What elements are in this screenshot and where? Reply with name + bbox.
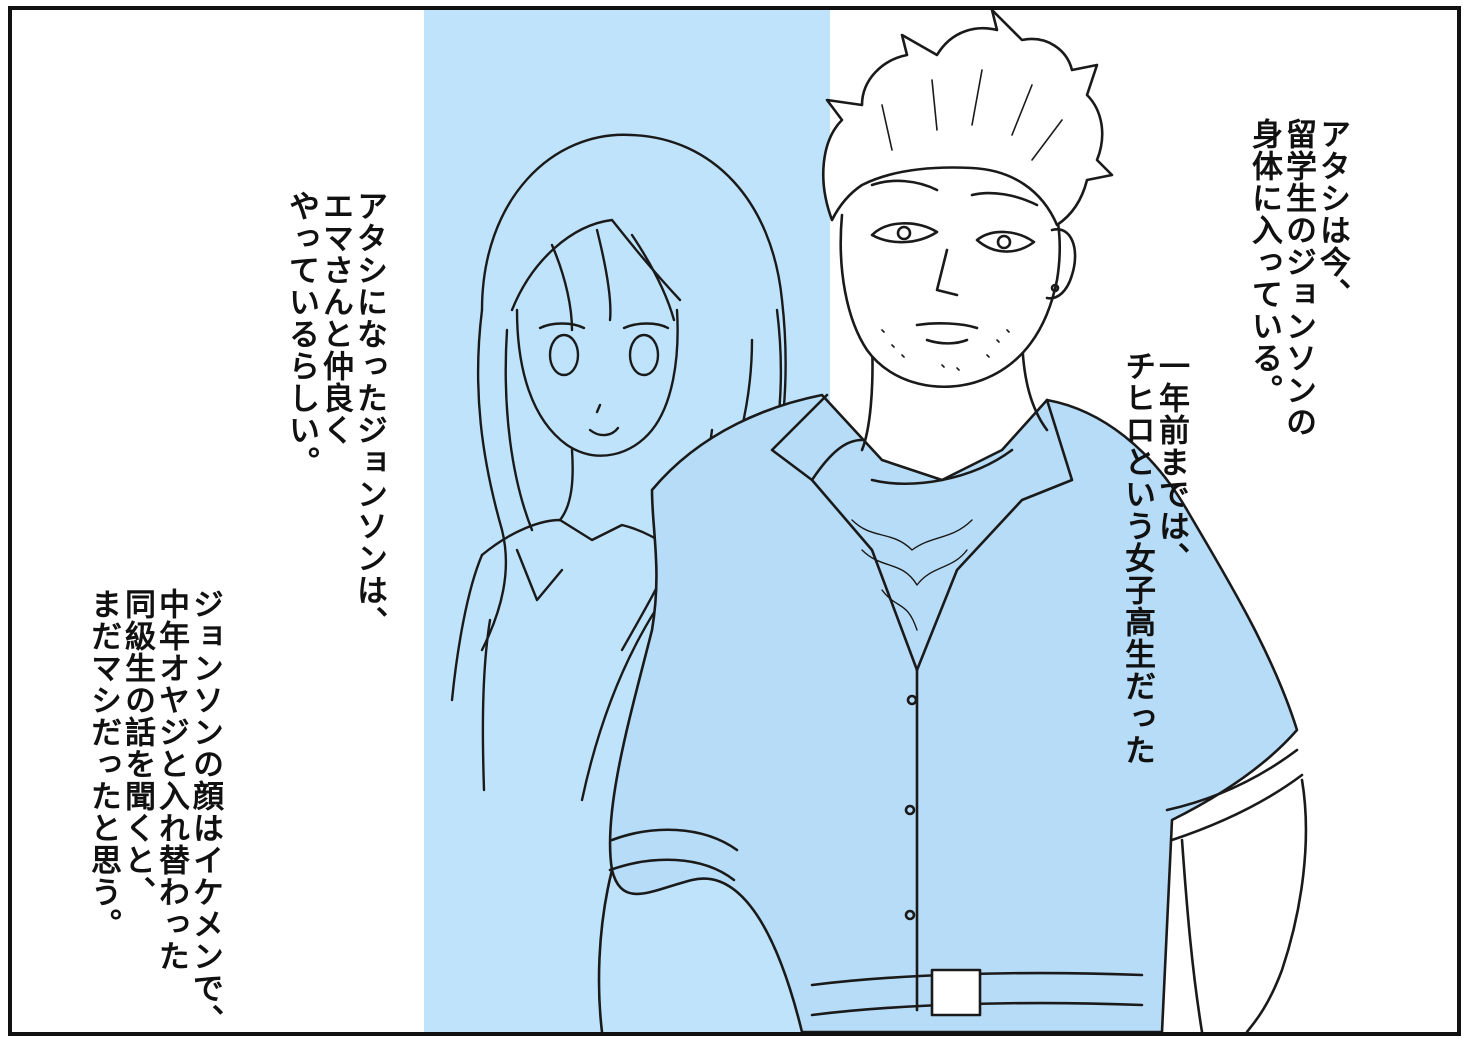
caption-left-line-2: 中年オヤジと入れ替わった	[153, 588, 189, 972]
caption-middle-right-line-1: 一年前までは、	[1153, 350, 1189, 574]
caption-left-line-1: ジョンソンの顔はイケメンで、	[187, 588, 223, 1036]
man-figure	[597, 10, 1308, 1032]
caption-middle-left-line-2: エマさんと仲良く	[317, 190, 353, 446]
caption-middle-right-line-2: チヒロという女子高生だった	[1119, 350, 1155, 766]
caption-middle-left-line-3: やっているらしい。	[283, 190, 319, 478]
caption-right-line-1: アタシは今、	[1314, 118, 1350, 310]
caption-right-line-3: 身体に入っている。	[1246, 118, 1282, 406]
illustration	[450, 10, 1308, 1032]
caption-right-line-2: 留学生のジョンソンの	[1280, 118, 1316, 438]
manga-panel: アタシは今、 留学生のジョンソンの 身体に入っている。 一年前までは、 チヒロと…	[8, 6, 1461, 1036]
caption-left-line-3: 同級生の話を聞くと、	[119, 588, 155, 908]
caption-right: アタシは今、 留学生のジョンソンの 身体に入っている。	[1246, 118, 1350, 438]
caption-middle-right: 一年前までは、 チヒロという女子高生だった	[1119, 350, 1189, 766]
caption-middle-left: アタシになったジョンソンは、 エマさんと仲良く やっているらしい。	[283, 190, 387, 638]
caption-middle-left-line-1: アタシになったジョンソンは、	[351, 190, 387, 638]
caption-left-line-4: まだマシだったと思う。	[85, 588, 121, 940]
caption-left: ジョンソンの顔はイケメンで、 中年オヤジと入れ替わった 同級生の話を聞くと、 ま…	[85, 588, 223, 1036]
